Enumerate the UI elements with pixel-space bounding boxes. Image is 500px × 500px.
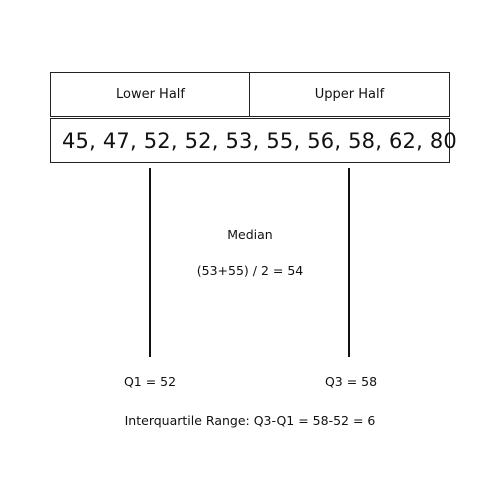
data-set-box: 45, 47, 52, 52, 53, 55, 56, 58, 62, 80 (50, 118, 457, 163)
median-label: Median (227, 227, 273, 242)
data-values: 45, 47, 52, 52, 53, 55, 56, 58, 62, 80 (62, 128, 457, 153)
upper-half-label: Upper Half (314, 87, 385, 102)
lower-half-box: Lower Half (50, 72, 251, 117)
lower-half-label: Lower Half (115, 87, 185, 102)
median-calculation: (53+55) / 2 = 54 (196, 263, 304, 278)
q3-divider-line (348, 168, 350, 357)
upper-half-box: Upper Half (249, 72, 450, 117)
interquartile-range-label: Interquartile Range: Q3-Q1 = 58-52 = 6 (124, 413, 376, 428)
q1-label: Q1 = 52 (123, 374, 177, 389)
q3-label: Q3 = 58 (324, 374, 378, 389)
q1-divider-line (149, 168, 151, 357)
